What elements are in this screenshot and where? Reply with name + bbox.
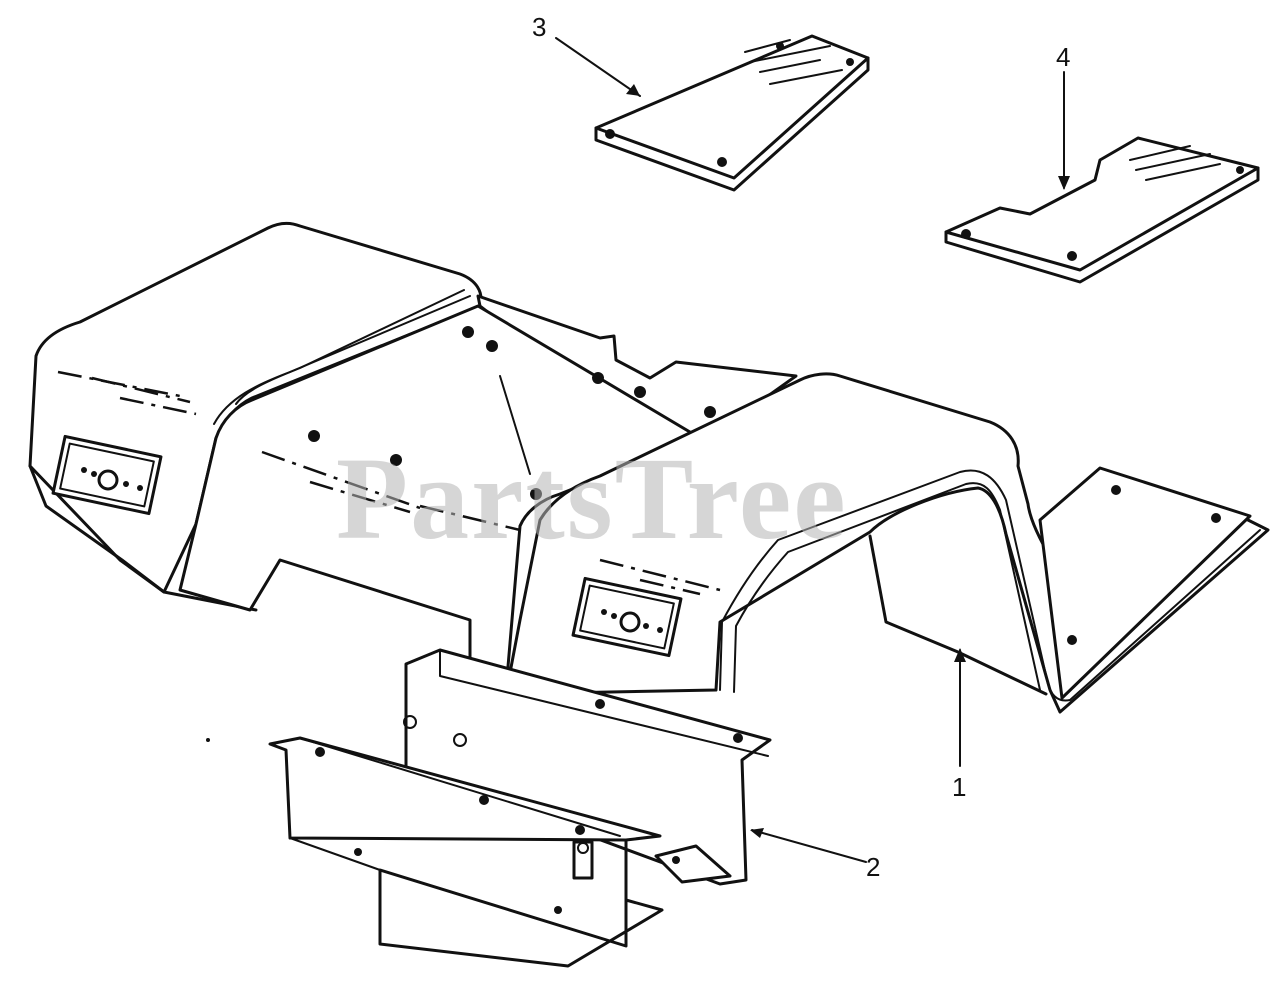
part-1-fender [28, 221, 1270, 742]
watermark: PartsTree [336, 433, 848, 564]
callout-3-label: 3 [532, 12, 546, 42]
part-2-bracket [206, 648, 772, 968]
callout-leaders [555, 37, 1070, 863]
part-4-plate [944, 136, 1260, 284]
callout-2-label: 2 [866, 852, 880, 882]
callout-4-label: 4 [1056, 42, 1070, 72]
callout-1-label: 1 [952, 772, 966, 802]
part-3-plate [594, 34, 870, 192]
